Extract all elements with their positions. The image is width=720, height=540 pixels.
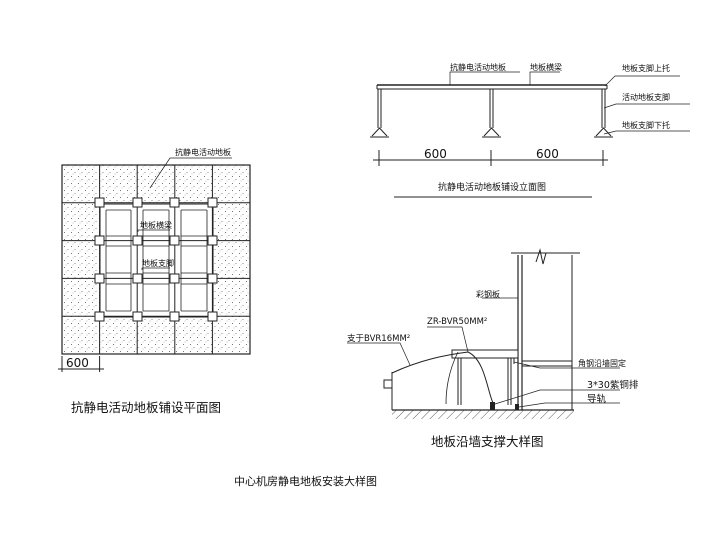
- plan-exposed-frame: [99, 203, 214, 318]
- elevation-label-top-bracket: 地板支脚上托: [622, 63, 670, 73]
- detail-leaders: [347, 297, 620, 408]
- elevation-dim-left: 600: [424, 147, 447, 161]
- elevation-label-bottom-bracket: 地板支脚下托: [622, 120, 670, 130]
- plan-view: 抗静电活动地板 地板横梁 地板支脚 600 抗静电活动地板铺设平面图: [58, 147, 251, 415]
- detail-view: 彩钢板 ZR-BVR50MM² 支于BVR16MM² 角钢沿墙固定 3*30紫铜…: [347, 248, 639, 449]
- plan-dimension: [58, 356, 104, 372]
- detail-label-copper: 3*30紫铜排: [587, 379, 639, 391]
- plan-leaders: [137, 157, 232, 270]
- plan-grid: [62, 165, 250, 354]
- plan-title: 抗静电活动地板铺设平面图: [71, 400, 221, 415]
- main-title: 中心机房静电地板安装大样图: [234, 474, 377, 488]
- detail-label-rail: 导轨: [587, 393, 607, 405]
- elevation-label-beam: 地板横梁: [530, 62, 562, 72]
- elevation-label-support: 活动地板支脚: [622, 92, 670, 102]
- elevation-supports: [370, 89, 613, 138]
- elevation-label-floor: 抗静电活动地板: [450, 62, 506, 72]
- elevation-title: 抗静电活动地板铺设立面图: [438, 181, 546, 193]
- plan-dim-600: 600: [66, 356, 89, 370]
- elevation-dim-right: 600: [536, 147, 559, 161]
- plan-beams: [105, 209, 208, 312]
- detail-label-steel-plate: 彩钢板: [476, 289, 500, 299]
- detail-title: 地板沿墙支撑大样图: [431, 434, 544, 449]
- elevation-leaders: [449, 71, 690, 135]
- plan-label-support: 地板支脚: [142, 258, 174, 268]
- plan-pedestals: [94, 197, 218, 322]
- plan-label-floor: 抗静电活动地板: [175, 147, 231, 157]
- plan-label-beam: 地板横梁: [140, 220, 172, 230]
- detail-label-cable: ZR-BVR50MM²: [427, 317, 487, 327]
- detail-label-angle: 角钢沿墙固定: [578, 358, 626, 368]
- elevation-view: 抗静电活动地板 地板横梁 地板支脚上托 活动地板支脚 地板支脚下托 600 60…: [370, 62, 690, 198]
- detail-label-ground-wire: 支于BVR16MM²: [347, 333, 410, 344]
- elevation-dimension: [373, 150, 608, 166]
